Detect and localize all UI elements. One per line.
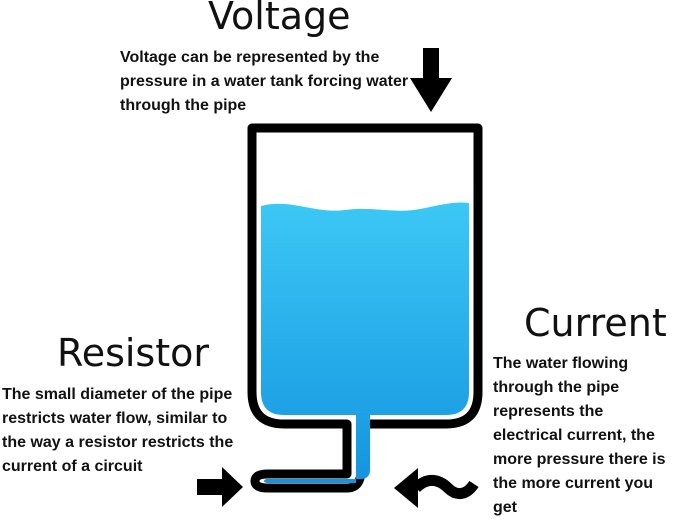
arrow-down-icon bbox=[410, 48, 452, 112]
voltage-description: Voltage can be represented by the pressu… bbox=[120, 49, 409, 114]
arrow-right-icon bbox=[197, 467, 243, 507]
wavy-arrow-left-icon bbox=[394, 468, 479, 508]
current-description: The water flowing through the pipe repre… bbox=[493, 355, 666, 516]
resistor-heading: Resistor bbox=[57, 331, 209, 375]
resistor-description: The small diameter of the pipe restricts… bbox=[2, 386, 234, 475]
water bbox=[261, 202, 469, 484]
tank-outline bbox=[247, 123, 483, 493]
current-heading: Current bbox=[524, 301, 667, 345]
voltage-heading: Voltage bbox=[208, 0, 351, 38]
